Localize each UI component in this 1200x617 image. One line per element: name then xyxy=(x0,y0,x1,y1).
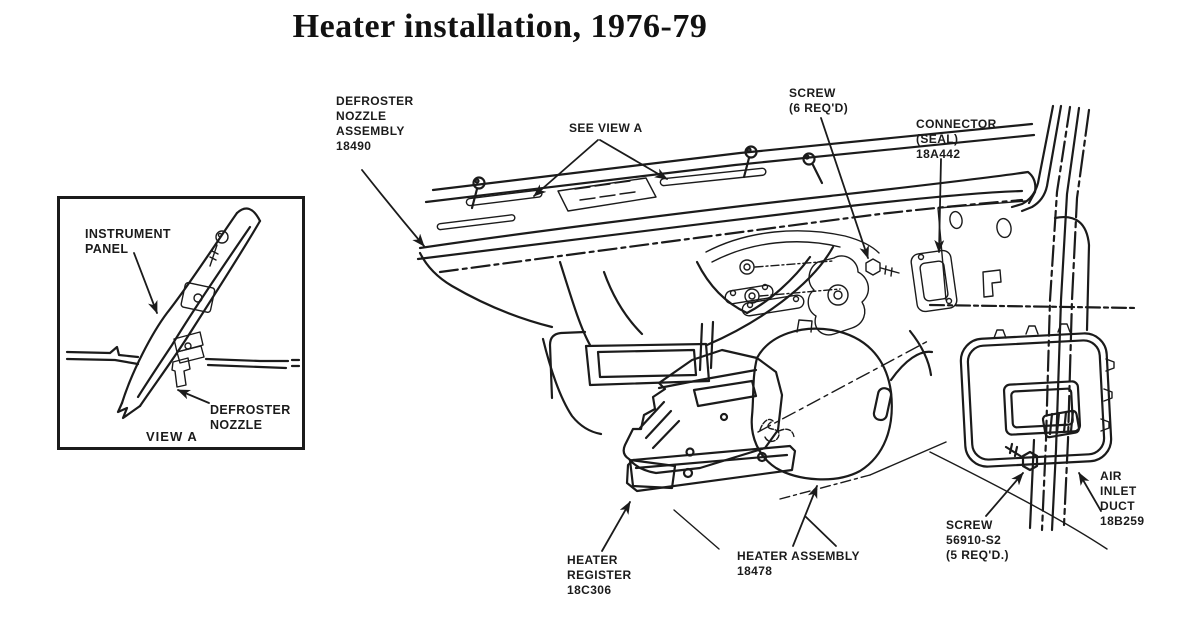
leader-screw-6-reqd xyxy=(820,117,869,259)
inset-label-instrument-panel: INSTRUMENT PANEL xyxy=(85,227,171,256)
duct-tabs xyxy=(993,323,1115,432)
callout-screw-6-reqd: SCREW (6 REQ'D) xyxy=(789,86,849,115)
dash-screws xyxy=(470,145,824,210)
leader-see-view-a-left xyxy=(533,139,599,197)
callout-see-view-a: SEE VIEW A xyxy=(569,121,643,135)
air-inlet-duct-drawing xyxy=(959,323,1115,472)
leader-air-inlet-duct xyxy=(1078,472,1102,512)
callout-connector-seal: CONNECTOR (SEAL) 18A442 xyxy=(916,117,997,161)
leader-instrument-panel xyxy=(133,252,158,314)
heater-assembly-drawing xyxy=(622,327,934,493)
view-a-inset-box: INSTRUMENT PANEL DEFROSTER NOZZLE VIEW A xyxy=(57,196,305,450)
view-a-inset-art xyxy=(65,207,301,420)
heater-register-drawing xyxy=(625,444,797,493)
inset-label-defroster-nozzle: DEFROSTER NOZZLE xyxy=(210,403,291,432)
cowl-side-panel-drawing xyxy=(937,200,1027,301)
connector-seal-drawing xyxy=(910,249,958,313)
defroster-nozzle-drawing xyxy=(171,230,229,388)
leader-screw-56910-s2 xyxy=(985,472,1024,517)
leader-heater-assembly xyxy=(792,485,818,547)
callout-air-inlet-duct: AIR INLET DUCT 18B259 xyxy=(1100,469,1145,528)
firewall-linkage-drawing xyxy=(705,230,958,433)
inset-leader-lines xyxy=(133,252,210,404)
callout-defroster-nozzle-assembly: DEFROSTER NOZZLE ASSEMBLY 18490 xyxy=(336,94,414,153)
speaker-grille xyxy=(557,177,657,212)
hex-screw-drawing xyxy=(865,258,900,277)
duct-knob-drawing xyxy=(1041,409,1081,439)
page-title: Heater installation, 1976-79 xyxy=(292,8,708,45)
dash-cowl-drawing xyxy=(416,122,1037,329)
instrument-panel-drawing xyxy=(65,207,301,420)
leader-heater-assembly-branch xyxy=(805,516,837,547)
emblem-mark-drawing xyxy=(759,418,795,443)
leader-see-view-a-right xyxy=(599,139,668,180)
inset-caption-view-a: VIEW A xyxy=(146,429,198,444)
leader-heater-register xyxy=(601,501,631,552)
lower-screw-drawing xyxy=(1004,442,1039,472)
defroster-duct-drawing xyxy=(541,245,835,436)
leader-lines xyxy=(361,117,1102,552)
callout-heater-register: HEATER REGISTER 18C306 xyxy=(567,553,632,597)
leader-defroster-nozzle-assembly xyxy=(361,169,425,247)
leader-defroster-nozzle xyxy=(177,389,210,404)
floor-lines-drawing xyxy=(673,441,1108,550)
defroster-slots xyxy=(436,167,767,231)
leader-connector-seal xyxy=(934,158,945,253)
a-pillar-drawing xyxy=(928,104,1139,532)
callout-heater-assembly: HEATER ASSEMBLY 18478 xyxy=(737,549,860,578)
callout-screw-56910-s2: SCREW 56910-S2 (5 REQ'D.) xyxy=(946,518,1009,562)
